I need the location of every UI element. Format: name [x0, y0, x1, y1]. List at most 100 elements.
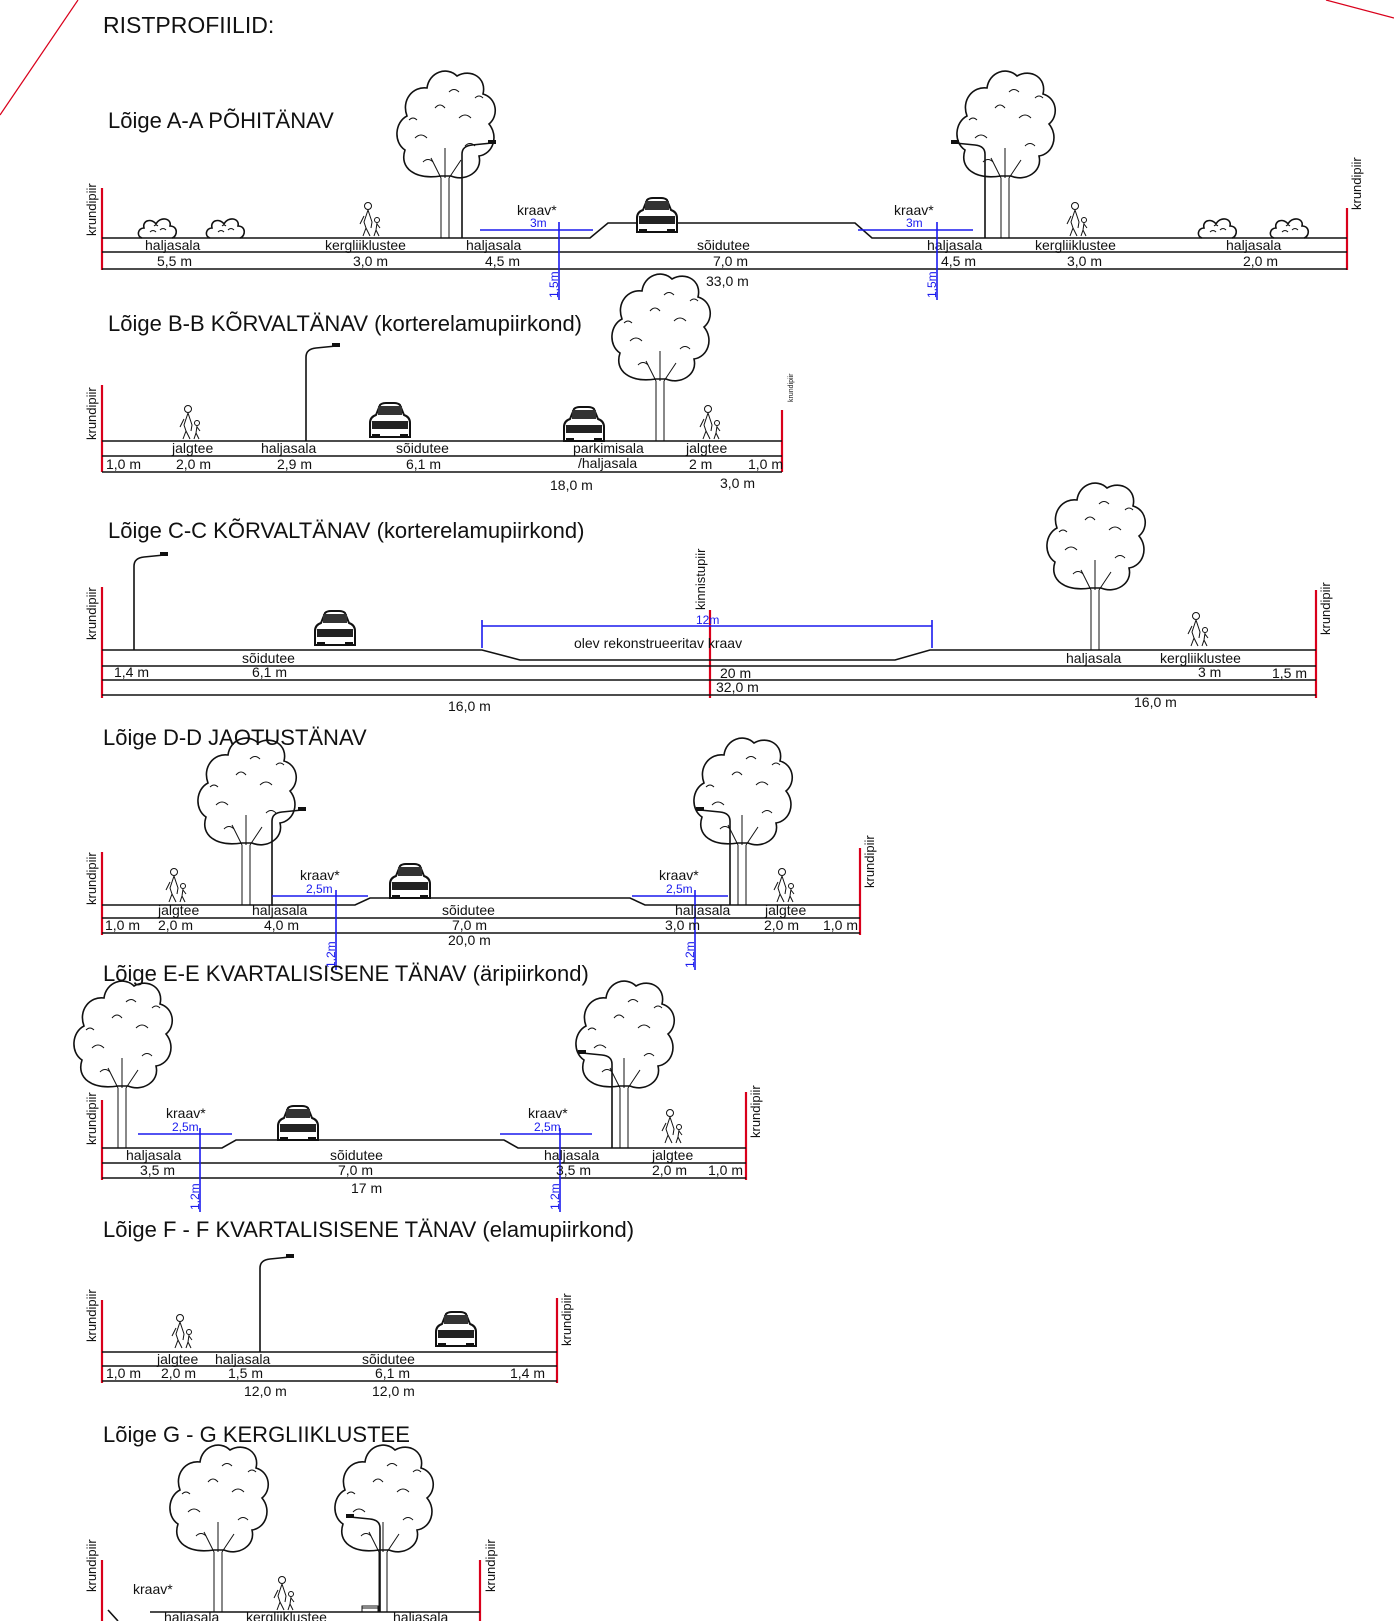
- dimension: 4,5 m: [941, 253, 976, 269]
- label-soidutee: sõidutee: [442, 902, 495, 918]
- label-haljasala: haljasala: [252, 902, 307, 918]
- label-haljasala: haljasala: [126, 1147, 181, 1163]
- kraav-depth: 1,2m: [683, 941, 697, 968]
- kraav-width: 2,5m: [666, 882, 693, 896]
- section-title: Lõige B-B KÕRVALTÄNAV (korterelamupiirko…: [108, 311, 582, 336]
- dimension: 2,9 m: [277, 456, 312, 472]
- label-kraav: kraav*: [659, 867, 699, 883]
- tree-icon: [169, 1444, 270, 1613]
- section-e-e: Lõige E-E KVARTALISISENE TÄNAV (äripiirk…: [73, 961, 763, 1212]
- krundipiir-label-left: krundipiir: [84, 587, 99, 640]
- total-width: 32,0 m: [716, 679, 759, 695]
- label-jalgtee: jalgtee: [156, 1351, 198, 1367]
- label-haljasala: haljasala: [466, 237, 521, 253]
- krundipiir-label-right: krundipiir: [1349, 157, 1364, 210]
- dimension: 1,0 m: [106, 1365, 141, 1381]
- pedestrian-icon: [179, 405, 201, 440]
- label-kraav: kraav*: [517, 202, 557, 218]
- dimension: 7,0 m: [452, 917, 487, 933]
- streetlight-icon: [461, 139, 497, 239]
- label-jalgtee: jalgtee: [685, 440, 727, 456]
- pedestrian-icon: [699, 405, 721, 440]
- label-parkimisala: parkimisala: [573, 440, 644, 456]
- dimension: 20 m: [720, 665, 751, 681]
- label-kraav: kraav*: [300, 867, 340, 883]
- label-haljasala: haljasala: [1066, 650, 1121, 666]
- dimension: 6,1 m: [375, 1365, 410, 1381]
- car-icon: [314, 610, 356, 646]
- car-icon: [563, 406, 605, 442]
- streetlight-icon: [133, 551, 169, 651]
- label-haljasala: haljasala: [215, 1351, 270, 1367]
- kraav-width: 2,5m: [306, 882, 333, 896]
- tree-icon: [575, 980, 676, 1149]
- total-width: 33,0 m: [706, 273, 749, 289]
- total-width: 20,0 m: [448, 932, 491, 948]
- dimension: 2,0 m: [652, 1162, 687, 1178]
- streetlight-icon: [271, 806, 307, 906]
- dimension: 1,0 m: [105, 917, 140, 933]
- label-kraav: kraav*: [133, 1581, 173, 1597]
- krundipiir-label-right: krundipiir: [1318, 582, 1333, 635]
- dimension: 1,0 m: [748, 456, 783, 472]
- dimension: 5,5 m: [157, 253, 192, 269]
- label-soidutee: sõidutee: [697, 237, 750, 253]
- pedestrian-icon: [661, 1109, 683, 1144]
- total-width: 18,0 m: [550, 477, 593, 493]
- krundipiir-label-left: krundipiir: [84, 183, 99, 236]
- section-title: Lõige E-E KVARTALISISENE TÄNAV (äripiirk…: [103, 961, 589, 986]
- kraav-depth: 1,2m: [188, 1183, 202, 1210]
- section-c-c: Lõige C-C KÕRVALTÄNAV (korterelamupiirko…: [84, 482, 1333, 714]
- label-kergliiklustee: kergliiklustee: [325, 237, 406, 253]
- dimension: 6,1 m: [406, 456, 441, 472]
- streetlight-icon: [345, 1513, 381, 1613]
- dimension: 2 m: [689, 456, 712, 472]
- car-icon: [435, 1311, 477, 1347]
- section-title: Lõige F - F KVARTALISISENE TÄNAV (elamup…: [103, 1217, 634, 1242]
- dimension: 2,0 m: [161, 1365, 196, 1381]
- dimension: 7,0 m: [713, 253, 748, 269]
- kraav-width: 2,5m: [534, 1120, 561, 1134]
- pedestrian-icon: [773, 868, 795, 903]
- krundipiir-label-left: krundipiir: [84, 852, 99, 905]
- krundipiir-label-right: krundipiir: [862, 835, 877, 888]
- label-kraav: kraav*: [528, 1105, 568, 1121]
- dimension: 2,0 m: [158, 917, 193, 933]
- tree-icon: [334, 1444, 435, 1613]
- pedestrian-icon: [1066, 202, 1088, 237]
- total-width: 17 m: [351, 1180, 382, 1196]
- dimension: 1,4 m: [114, 664, 149, 680]
- kinnistupiir-label: kinnistupiir: [693, 548, 708, 610]
- dimension: 4,0 m: [264, 917, 299, 933]
- label-kraav: kraav*: [166, 1105, 206, 1121]
- dimension: 1,4 m: [510, 1365, 545, 1381]
- krundipiir-label-left: krundipiir: [84, 1092, 99, 1145]
- label-haljasala: haljasala: [164, 1609, 219, 1621]
- dimension: 3 m: [1198, 664, 1221, 680]
- dimension: 4,5 m: [485, 253, 520, 269]
- dimension: 2,0 m: [1243, 253, 1278, 269]
- section-title: Lõige D-D JAOTUSTÄNAV: [103, 725, 367, 750]
- kraav-depth: 1,2m: [324, 941, 338, 968]
- kraav-width: 12m: [696, 613, 719, 627]
- section-title: Lõige G - G KERGLIIKLUSTEE: [103, 1422, 410, 1447]
- label-jalgtee: jalgtee: [157, 902, 199, 918]
- krundipiir-label-right: krundipiir: [559, 1293, 574, 1346]
- kraav-width: 3m: [530, 216, 547, 230]
- label-soidutee: sõidutee: [330, 1147, 383, 1163]
- label-parkimisala-haljasala: /haljasala: [578, 455, 637, 471]
- dimension: 3,0 m: [665, 917, 700, 933]
- dimension: 6,1 m: [252, 664, 287, 680]
- tree-icon: [611, 273, 712, 442]
- kraav-depth: 1,5m: [547, 271, 561, 298]
- tree-icon: [956, 70, 1057, 239]
- streetlight-icon: [950, 139, 986, 239]
- dimension: 1,5 m: [1272, 665, 1307, 681]
- krundipiir-label-left: krundipiir: [84, 1289, 99, 1342]
- half-width-right: 16,0 m: [1134, 694, 1177, 710]
- krundipiir-label-left: krundipiir: [84, 1539, 99, 1592]
- krundipiir-label-left: krundipiir: [84, 387, 99, 440]
- streetlight-icon: [305, 342, 341, 442]
- kraav-depth: 1,2m: [548, 1183, 562, 1210]
- label-kraav: kraav*: [894, 202, 934, 218]
